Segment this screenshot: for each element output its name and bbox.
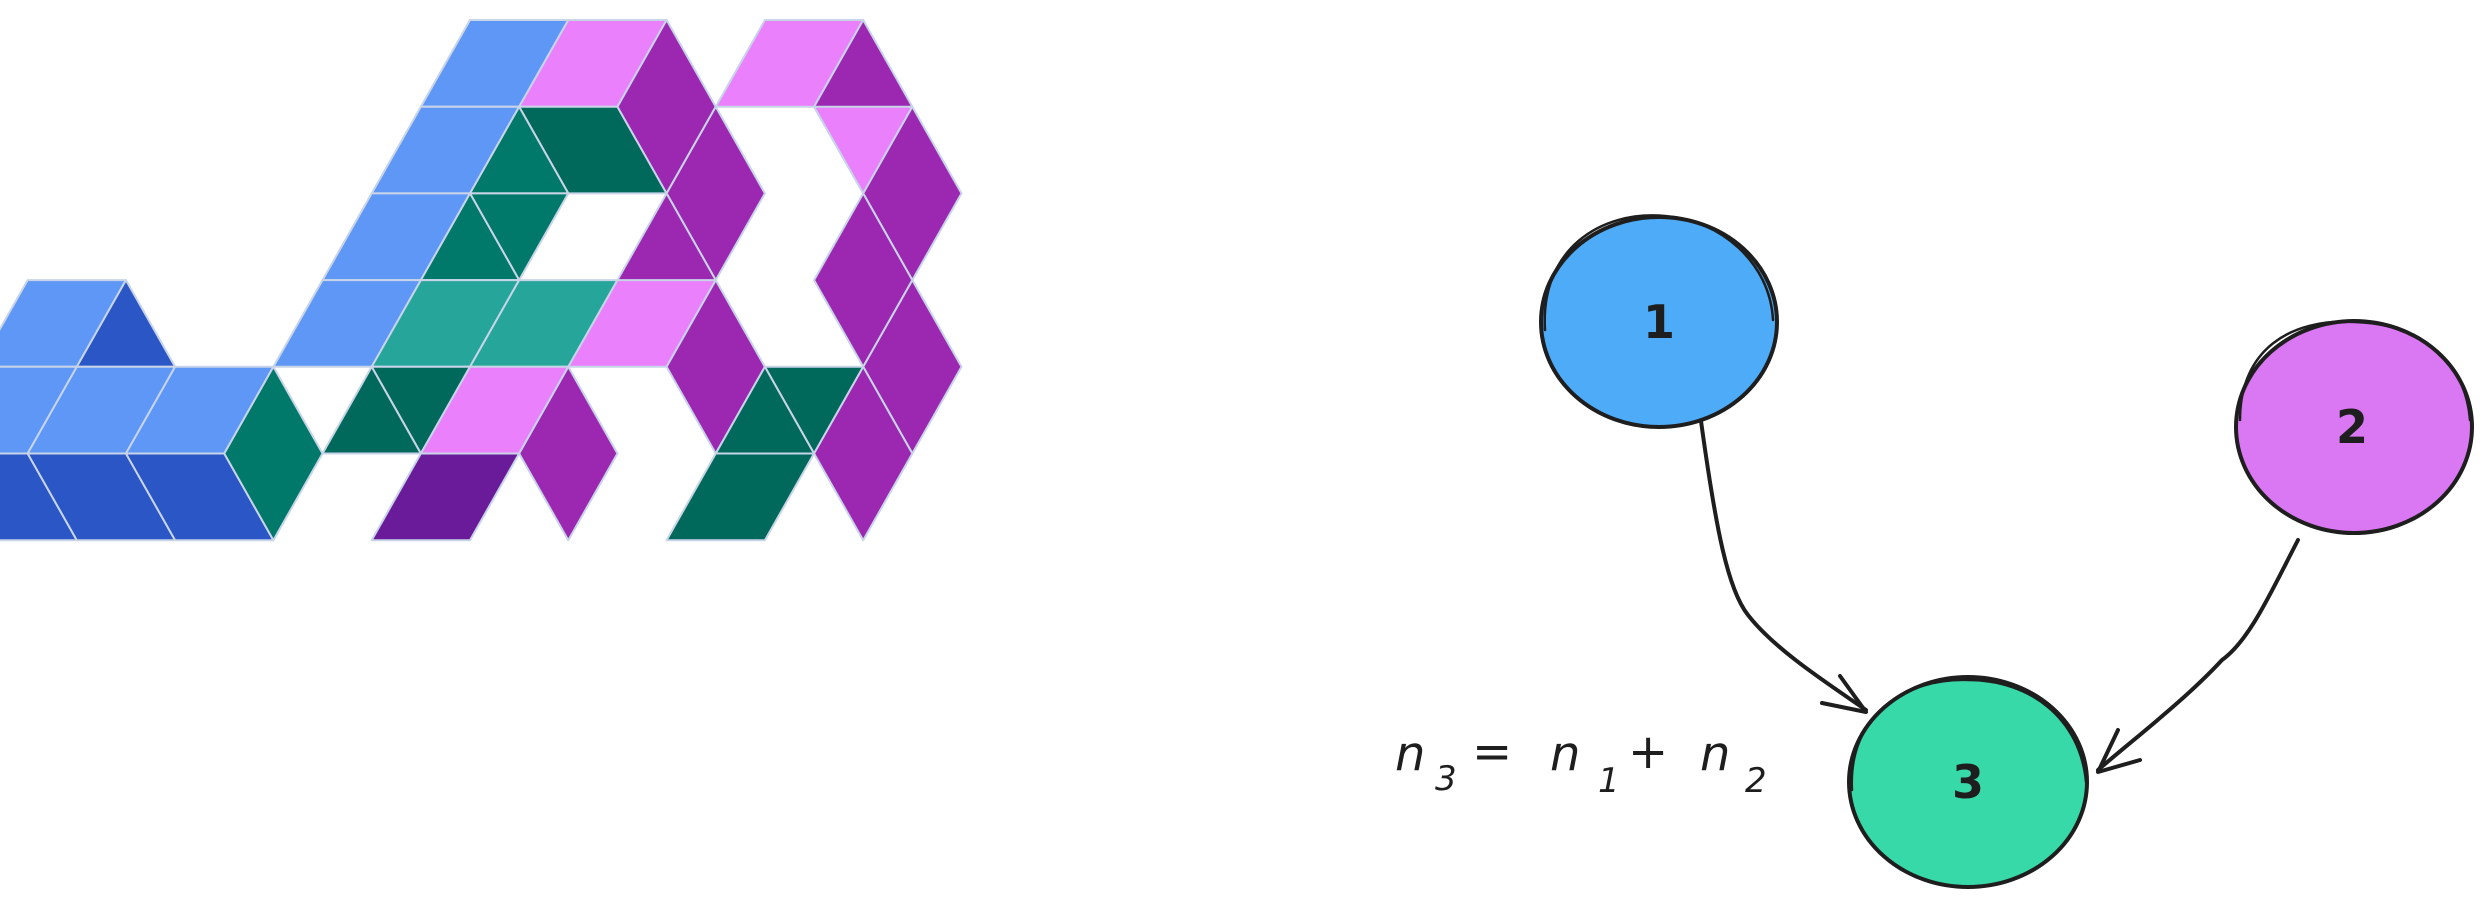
formula-term1-var: n [1550, 726, 1580, 782]
formula-term2-sub: 2 [1745, 761, 1767, 801]
formula-plus: + [1628, 724, 1668, 780]
formula-equals: = [1472, 724, 1512, 780]
node-1[interactable]: 1 [1539, 214, 1779, 429]
formula: n 3 = n 1 + n 2 [1395, 724, 1767, 801]
jax-logo [0, 19, 963, 542]
formula-term2-var: n [1700, 726, 1730, 782]
logo-tile [321, 365, 422, 455]
node-2-label: 2 [2336, 400, 2368, 454]
logo-tile [223, 365, 324, 542]
logo-tile [813, 365, 914, 542]
edge-2-to-3 [2096, 538, 2300, 774]
logo-tile [665, 452, 816, 542]
computation-graph: 1 2 3 n 3 = n 1 + n 2 [1395, 214, 2474, 889]
logo-tile [370, 452, 521, 542]
logo-tile [518, 365, 619, 542]
edge-1-to-3 [1699, 419, 1868, 714]
formula-lhs-sub: 3 [1435, 759, 1457, 799]
node-3[interactable]: 3 [1847, 675, 2089, 889]
formula-lhs-var: n [1395, 726, 1425, 782]
node-2[interactable]: 2 [2234, 319, 2474, 535]
node-1-label: 1 [1643, 295, 1675, 349]
node-3-label: 3 [1952, 755, 1984, 809]
formula-term1-sub: 1 [1598, 761, 1620, 801]
